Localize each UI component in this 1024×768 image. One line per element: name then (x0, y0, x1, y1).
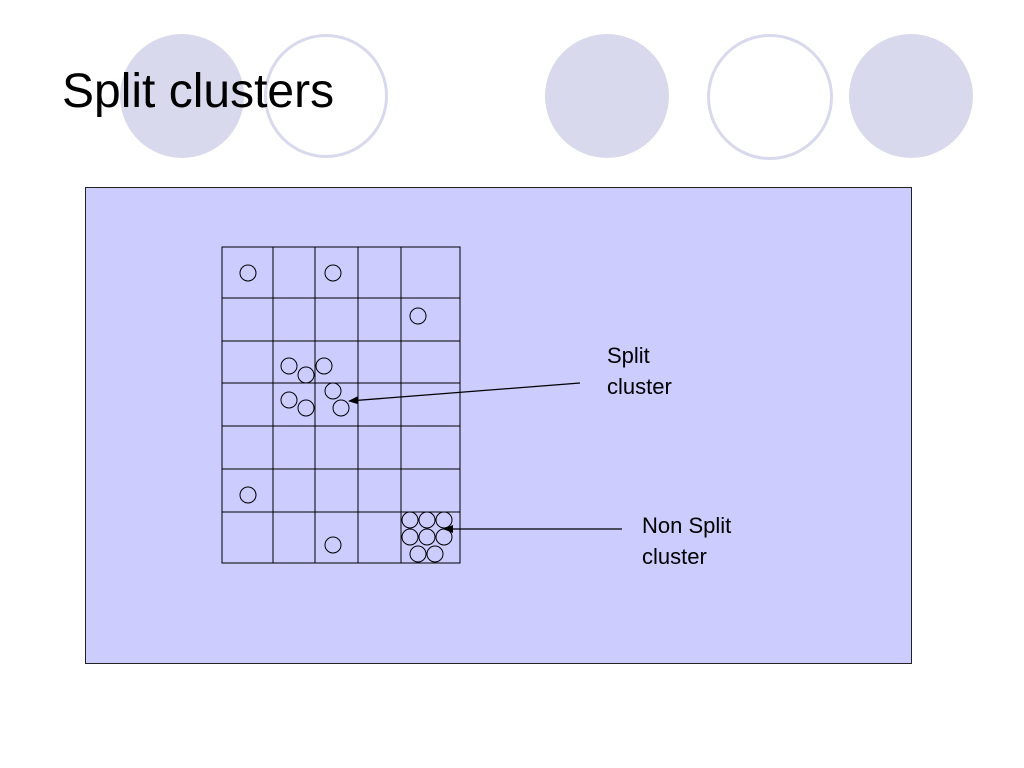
non-split-cluster-point (401, 511, 419, 529)
data-point (239, 486, 257, 504)
decor-circle-filled (849, 34, 973, 158)
split-cluster-point (324, 382, 342, 400)
decor-circle-filled (120, 34, 244, 158)
non-split-cluster-label-line1: Non Split (642, 513, 732, 538)
non-split-cluster-point (435, 528, 453, 546)
grid-border (221, 246, 461, 564)
split-cluster-point (280, 391, 298, 409)
data-point (239, 264, 257, 282)
non-split-cluster-point (401, 528, 419, 546)
non-split-cluster-label: Non Split cluster (642, 510, 802, 572)
non-split-cluster-point (418, 511, 436, 529)
decor-circle-outline (707, 34, 833, 160)
slide-title: Split clusters (62, 65, 335, 118)
grid-lines (221, 246, 461, 564)
data-point (409, 307, 427, 325)
split-cluster-arrow (348, 382, 581, 405)
non-split-cluster-label-line2: cluster (642, 544, 707, 569)
decor-circle-filled (545, 34, 669, 158)
data-point (324, 264, 342, 282)
non-split-cluster-point (418, 528, 436, 546)
decor-circle-outline (264, 34, 388, 158)
split-cluster-point (297, 366, 315, 384)
split-cluster-point (315, 357, 333, 375)
non-split-cluster-point (426, 545, 444, 563)
split-cluster-label-line2: cluster (607, 374, 672, 399)
non-split-cluster-point (409, 545, 427, 563)
split-cluster-point (280, 357, 298, 375)
split-cluster-point (297, 399, 315, 417)
non-split-cluster-point (435, 511, 453, 529)
split-cluster-label: Split cluster (607, 340, 767, 402)
split-cluster-label-line1: Split (607, 343, 650, 368)
split-cluster-point (332, 399, 350, 417)
data-point (324, 536, 342, 554)
